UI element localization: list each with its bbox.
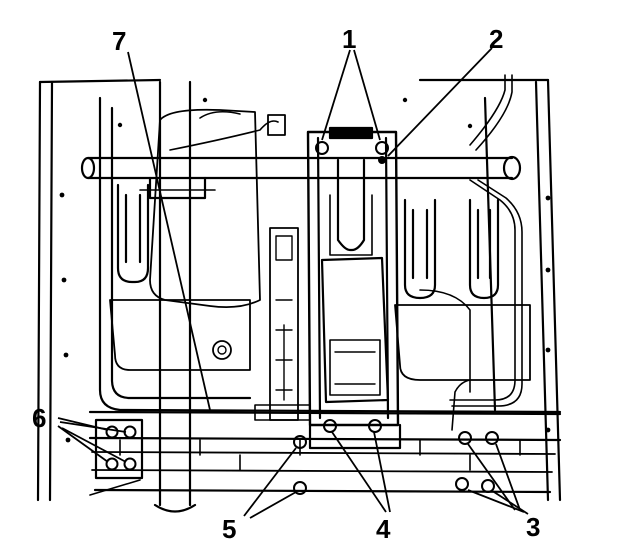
right-frame-rail (418, 78, 562, 502)
bolt-6b (123, 425, 137, 439)
right-pan-ribs (403, 198, 500, 300)
bolt-2 (378, 156, 386, 164)
left-rear-bracket (89, 418, 144, 496)
callout-6: 6 (32, 403, 47, 433)
bolt-1a (315, 141, 329, 155)
exhaust-pipe (153, 80, 197, 513)
bolt-5a (293, 435, 307, 449)
bolt-3c (455, 477, 469, 491)
bolt-1b (375, 141, 389, 155)
callout-2: 2 (489, 24, 504, 54)
callout-4: 4 (376, 514, 391, 544)
bolt-3a (458, 431, 472, 445)
left-pan-ribs (116, 183, 150, 284)
bolt-3b (485, 431, 499, 445)
leader-lines (57, 47, 529, 519)
transmission-pan (320, 256, 390, 404)
bolt-6a (105, 425, 119, 439)
brake-lines (449, 74, 523, 431)
callout-5: 5 (222, 514, 237, 544)
frame-rivets (59, 97, 551, 443)
bolt-6d (123, 457, 137, 471)
left-frame-rail (36, 78, 162, 502)
callout-1: 1 (342, 24, 357, 54)
transmission-body (254, 227, 311, 421)
callout-7: 7 (112, 26, 127, 56)
fasteners (105, 141, 499, 495)
bolt-3d (481, 479, 495, 493)
callout-3: 3 (526, 512, 541, 542)
bolt-4a (323, 419, 337, 433)
bolt-4b (368, 419, 382, 433)
crossmember (80, 155, 522, 200)
bolt-5b (293, 481, 307, 495)
fuel-tank (149, 108, 261, 360)
wiring-harness (169, 114, 286, 151)
bolt-6c (105, 457, 119, 471)
